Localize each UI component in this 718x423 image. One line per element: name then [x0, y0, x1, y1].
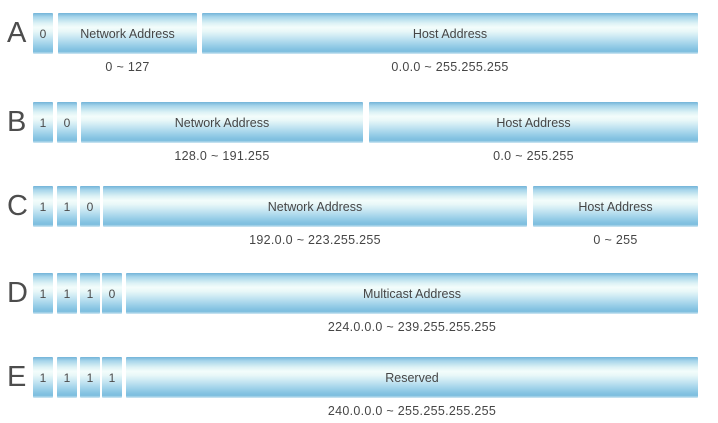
range-label: 0 ~ 255 [593, 233, 638, 247]
host-address-box: Host Address [369, 102, 698, 143]
bit-box: 1 [57, 186, 77, 227]
class-letter-A: A [7, 17, 27, 49]
range-label: 0.0.0 ~ 255.255.255 [391, 60, 509, 74]
segment-label: Host Address [578, 199, 653, 214]
class-letter-C: C [7, 190, 28, 222]
bit-box: 1 [33, 273, 53, 314]
reserved-box: Reserved [126, 357, 698, 398]
bit-box: 0 [57, 102, 77, 143]
bit-box: 1 [33, 186, 53, 227]
bit-box: 1 [80, 273, 100, 314]
network-address-box: Network Address [103, 186, 527, 227]
segment-label: Reserved [385, 370, 439, 385]
bit-box: 1 [80, 357, 100, 398]
segment-label: Network Address [80, 26, 175, 41]
range-label: 240.0.0.0 ~ 255.255.255.255 [327, 404, 497, 418]
bit-box: 1 [33, 102, 53, 143]
bit-box: 1 [33, 357, 53, 398]
bit-box: 0 [80, 186, 100, 227]
host-address-box: Host Address [533, 186, 698, 227]
bit-box: 0 [102, 273, 122, 314]
class-letter-D: D [7, 277, 28, 309]
range-label: 224.0.0.0 ~ 239.255.255.255 [327, 320, 497, 334]
segment-label: Network Address [267, 199, 363, 214]
bit-box: 1 [57, 357, 77, 398]
multicast-address-box: Multicast Address [126, 273, 698, 314]
segment-label: Multicast Address [363, 286, 461, 301]
bit-box: 0 [33, 13, 53, 54]
class-letter-E: E [7, 361, 27, 393]
bit-box: 1 [57, 273, 77, 314]
segment-label: Network Address [174, 115, 270, 130]
network-address-box: Network Address [58, 13, 197, 54]
class-letter-B: B [7, 106, 27, 138]
range-label: 0 ~ 127 [105, 60, 150, 74]
segment-label: Host Address [412, 26, 488, 41]
network-address-box: Network Address [81, 102, 363, 143]
range-label: 0.0 ~ 255.255 [493, 149, 574, 163]
range-label: 192.0.0 ~ 223.255.255 [249, 233, 381, 247]
host-address-box: Host Address [202, 13, 698, 54]
bit-box: 1 [102, 357, 122, 398]
range-label: 128.0 ~ 191.255 [174, 149, 270, 163]
segment-label: Host Address [496, 115, 571, 130]
